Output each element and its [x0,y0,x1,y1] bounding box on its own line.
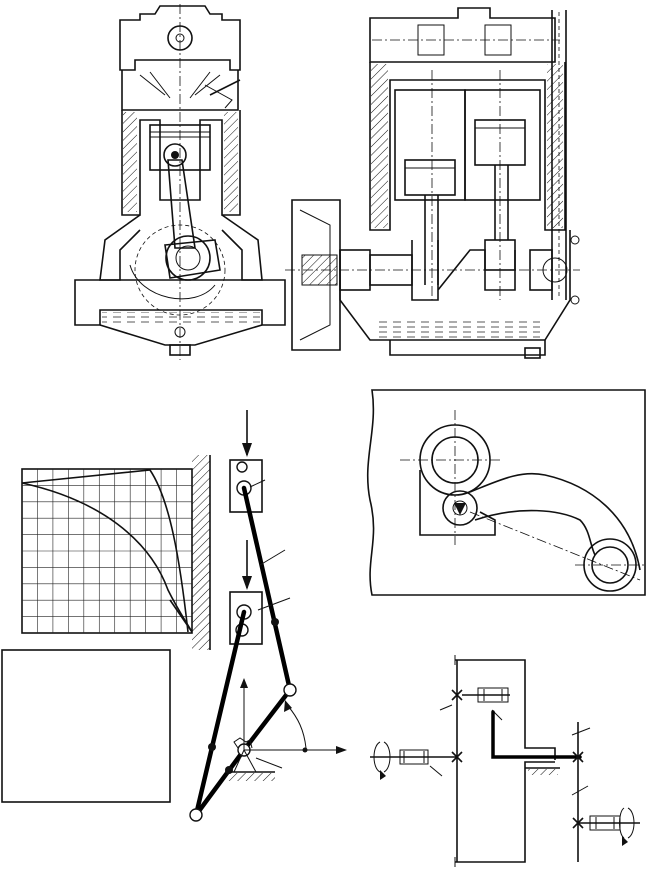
gear-train-schematic [370,655,640,867]
crank-slider-mechanism [189,410,347,822]
cam-lever-detail [366,389,646,596]
empty-box [1,649,171,803]
diagram-grid [21,455,211,650]
engine-cross-section [74,4,286,360]
engine-longitudinal-section [285,7,580,359]
